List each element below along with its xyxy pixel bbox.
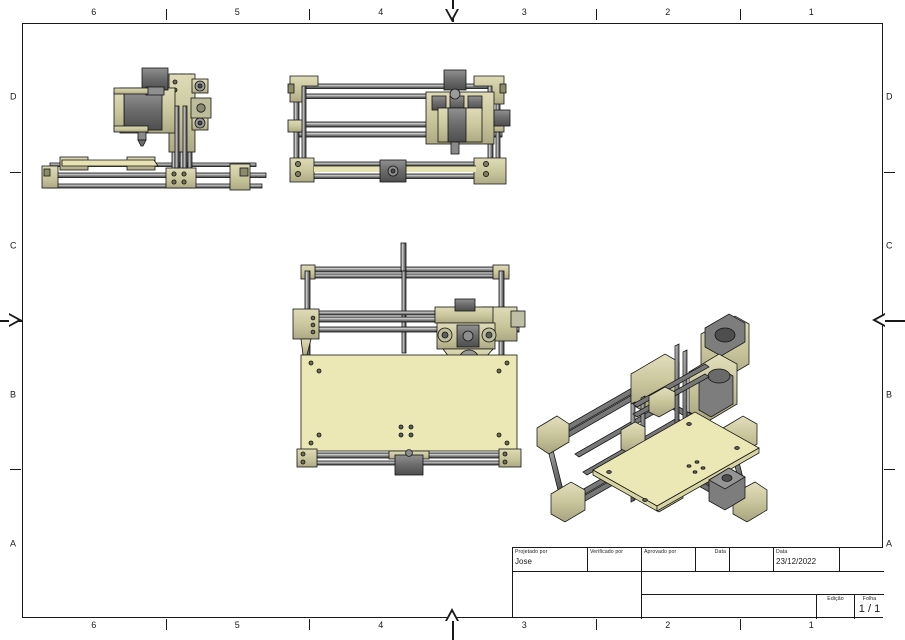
title-block-cell-sheet: Folha 1 / 1 [855, 595, 884, 619]
blank-value-1[interactable] [730, 548, 773, 551]
designed-by-value[interactable]: Jose [515, 557, 532, 567]
title-block-cell-blank-1 [730, 548, 774, 572]
zone-label-left-D: D [10, 91, 17, 102]
zone-label-top-5: 5 [234, 7, 240, 17]
center-mark-left [0, 313, 24, 327]
title-block-cell-designed-by: Projetado por Jose [513, 548, 588, 572]
view-top-plan [280, 62, 520, 192]
zone-tick-right-1 [884, 171, 895, 173]
zone-label-top-4: 4 [378, 7, 384, 17]
title-block-cell-blank-2 [840, 548, 884, 572]
zone-tick-bottom-5 [739, 619, 741, 630]
title-block-cell-approved-by: Aprovado por [642, 548, 696, 572]
title-block-cell-checked-by: Verificado por [588, 548, 642, 572]
approved-by-label: Aprovado por [644, 549, 677, 555]
title-block-cell-title[interactable] [642, 572, 884, 595]
zone-label-right-C: C [886, 240, 893, 251]
zone-tick-bottom-2 [309, 619, 311, 630]
zone-label-bottom-2: 2 [665, 620, 671, 630]
center-mark-right [872, 313, 905, 327]
edition-label: Edição [827, 596, 844, 602]
zone-label-left-C: C [10, 240, 17, 251]
title-block-cell-date-2: Data 23/12/2022 [774, 548, 840, 572]
zone-label-left-B: B [10, 389, 17, 400]
zone-label-top-2: 2 [665, 7, 671, 17]
checked-by-label: Verificado por [590, 549, 624, 555]
title-block-cell-blank-3[interactable] [642, 595, 817, 619]
date-value-1[interactable] [696, 555, 729, 558]
zone-label-top-6: 6 [91, 7, 97, 17]
checked-by-value[interactable] [588, 555, 641, 558]
edition-value[interactable] [817, 602, 854, 604]
notes-value [513, 572, 641, 575]
view-isometric [523, 312, 775, 530]
zone-tick-left-1 [10, 171, 21, 173]
designed-by-label: Projetado por [515, 549, 548, 555]
zone-tick-top-4 [596, 9, 598, 20]
zone-label-bottom-3: 3 [521, 620, 527, 630]
zone-tick-top-1 [165, 9, 167, 20]
zone-label-top-3: 3 [521, 7, 527, 17]
approved-by-value[interactable] [642, 555, 695, 558]
blank-value-2[interactable] [840, 548, 884, 551]
date-label-2: Data [776, 549, 788, 555]
center-mark-bottom [445, 608, 459, 640]
zone-label-right-B: B [886, 389, 893, 400]
zone-label-bottom-6: 6 [91, 620, 97, 630]
center-mark-top [445, 0, 459, 24]
zone-label-bottom-4: 4 [378, 620, 384, 630]
view-front-elevation [283, 242, 533, 476]
zone-tick-bottom-1 [165, 619, 167, 630]
title-block: Projetado por Jose Verificado por Aprova… [512, 547, 884, 619]
sheet-label: Folha [862, 596, 877, 602]
sheet-value: 1 / 1 [858, 603, 881, 616]
zone-tick-top-5 [739, 9, 741, 20]
zone-tick-left-3 [10, 469, 21, 471]
title-value [642, 572, 884, 575]
view-right-side-elevation [32, 56, 270, 202]
title-block-cell-edition: Edição [817, 595, 855, 619]
blank-value-3 [642, 595, 816, 598]
zone-label-top-1: 1 [808, 7, 814, 17]
date-value-2[interactable]: 23/12/2022 [776, 557, 817, 567]
zone-label-left-A: A [10, 538, 17, 549]
zone-label-right-D: D [886, 91, 893, 102]
zone-tick-top-2 [309, 9, 311, 20]
zone-label-bottom-1: 1 [808, 620, 814, 630]
title-block-cell-date-1: Data [696, 548, 730, 572]
date-label-1: Data [714, 549, 726, 555]
zone-label-right-A: A [886, 538, 893, 549]
zone-label-bottom-5: 5 [234, 620, 240, 630]
zone-tick-bottom-4 [596, 619, 598, 630]
zone-tick-right-3 [884, 469, 895, 471]
title-block-cell-notes[interactable] [513, 572, 642, 619]
